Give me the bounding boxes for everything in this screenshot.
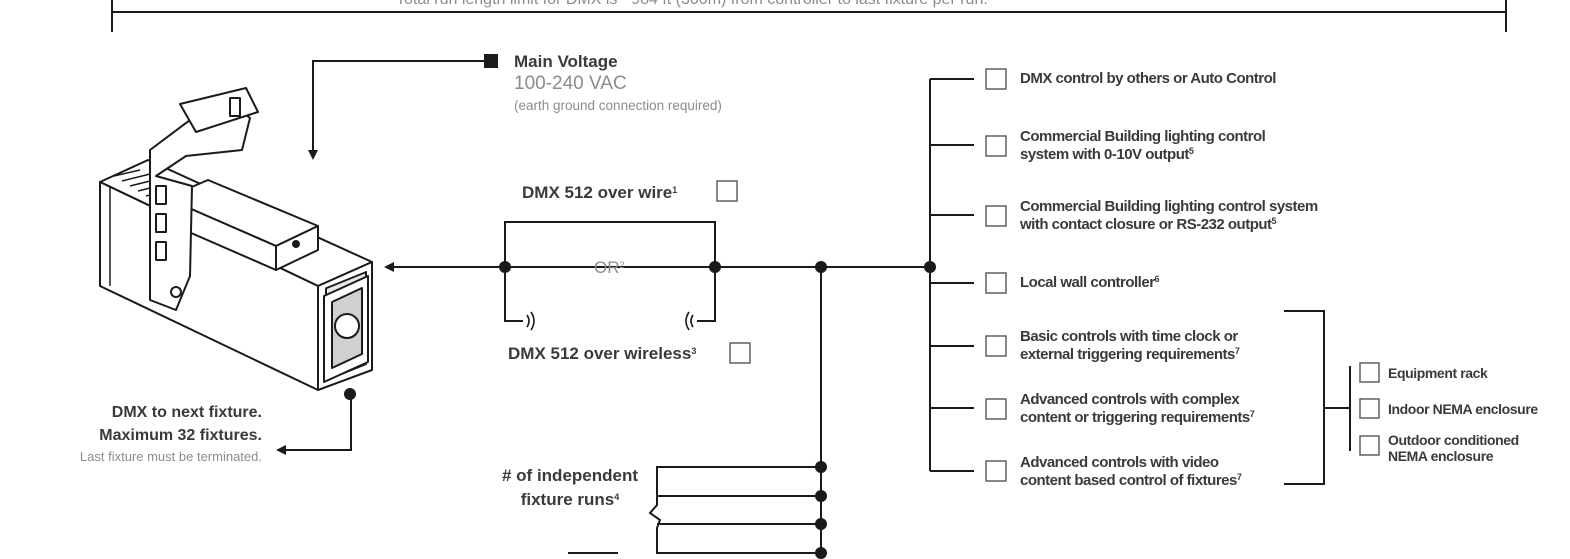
next-fixture-line2: Maximum 32 fixtures. [99,427,262,444]
enclosure-equipment-rack: Equipment rack [1388,365,1488,381]
run-length-note: Total run length limit for DMX is ~984 f… [396,0,988,9]
dmx-wireless-label: DMX 512 over wireless3 [508,344,697,363]
control-option-0-10v: Commercial Building lighting control sys… [1020,128,1266,163]
or-label: OR2 [594,258,625,277]
dmx-wire-label: DMX 512 over wire1 [522,183,678,202]
fixture-illustration [99,87,373,400]
main-voltage-title: Main Voltage [514,52,618,71]
main-voltage-note: (earth ground connection required) [514,98,722,113]
enclosure-outdoor-nema: Outdoor conditioned NEMA enclosure [1388,432,1519,464]
enclosure-indoor-nema: Indoor NEMA enclosure [1388,401,1538,417]
control-option-basic: Basic controls with time clock or extern… [1020,328,1240,363]
checkboxes[interactable] [716,68,1380,482]
independent-runs-line2: fixture runs4 [520,490,620,509]
run-length-dimension-line [111,0,1507,32]
next-fixture-line1: DMX to next fixture. [111,404,262,421]
wireless-signal-icon [526,311,694,331]
control-option-advanced-complex: Advanced controls with complex content o… [1020,391,1255,426]
control-option-contact-closure: Commercial Building lighting control sys… [1020,198,1318,233]
independent-runs-line1: # of independent [502,466,638,485]
junction-dots [484,54,936,559]
arrowheads [276,150,394,455]
wiring-lines [282,60,1351,554]
next-fixture-line3: Last fixture must be terminated. [79,449,262,464]
main-voltage-value: 100-240 VAC [514,73,627,94]
control-option-dmx-by-others: DMX control by others or Auto Control [1020,70,1276,87]
control-option-wall-controller: Local wall controller6 [1020,274,1160,291]
control-option-advanced-video: Advanced controls with video content bas… [1020,454,1242,489]
